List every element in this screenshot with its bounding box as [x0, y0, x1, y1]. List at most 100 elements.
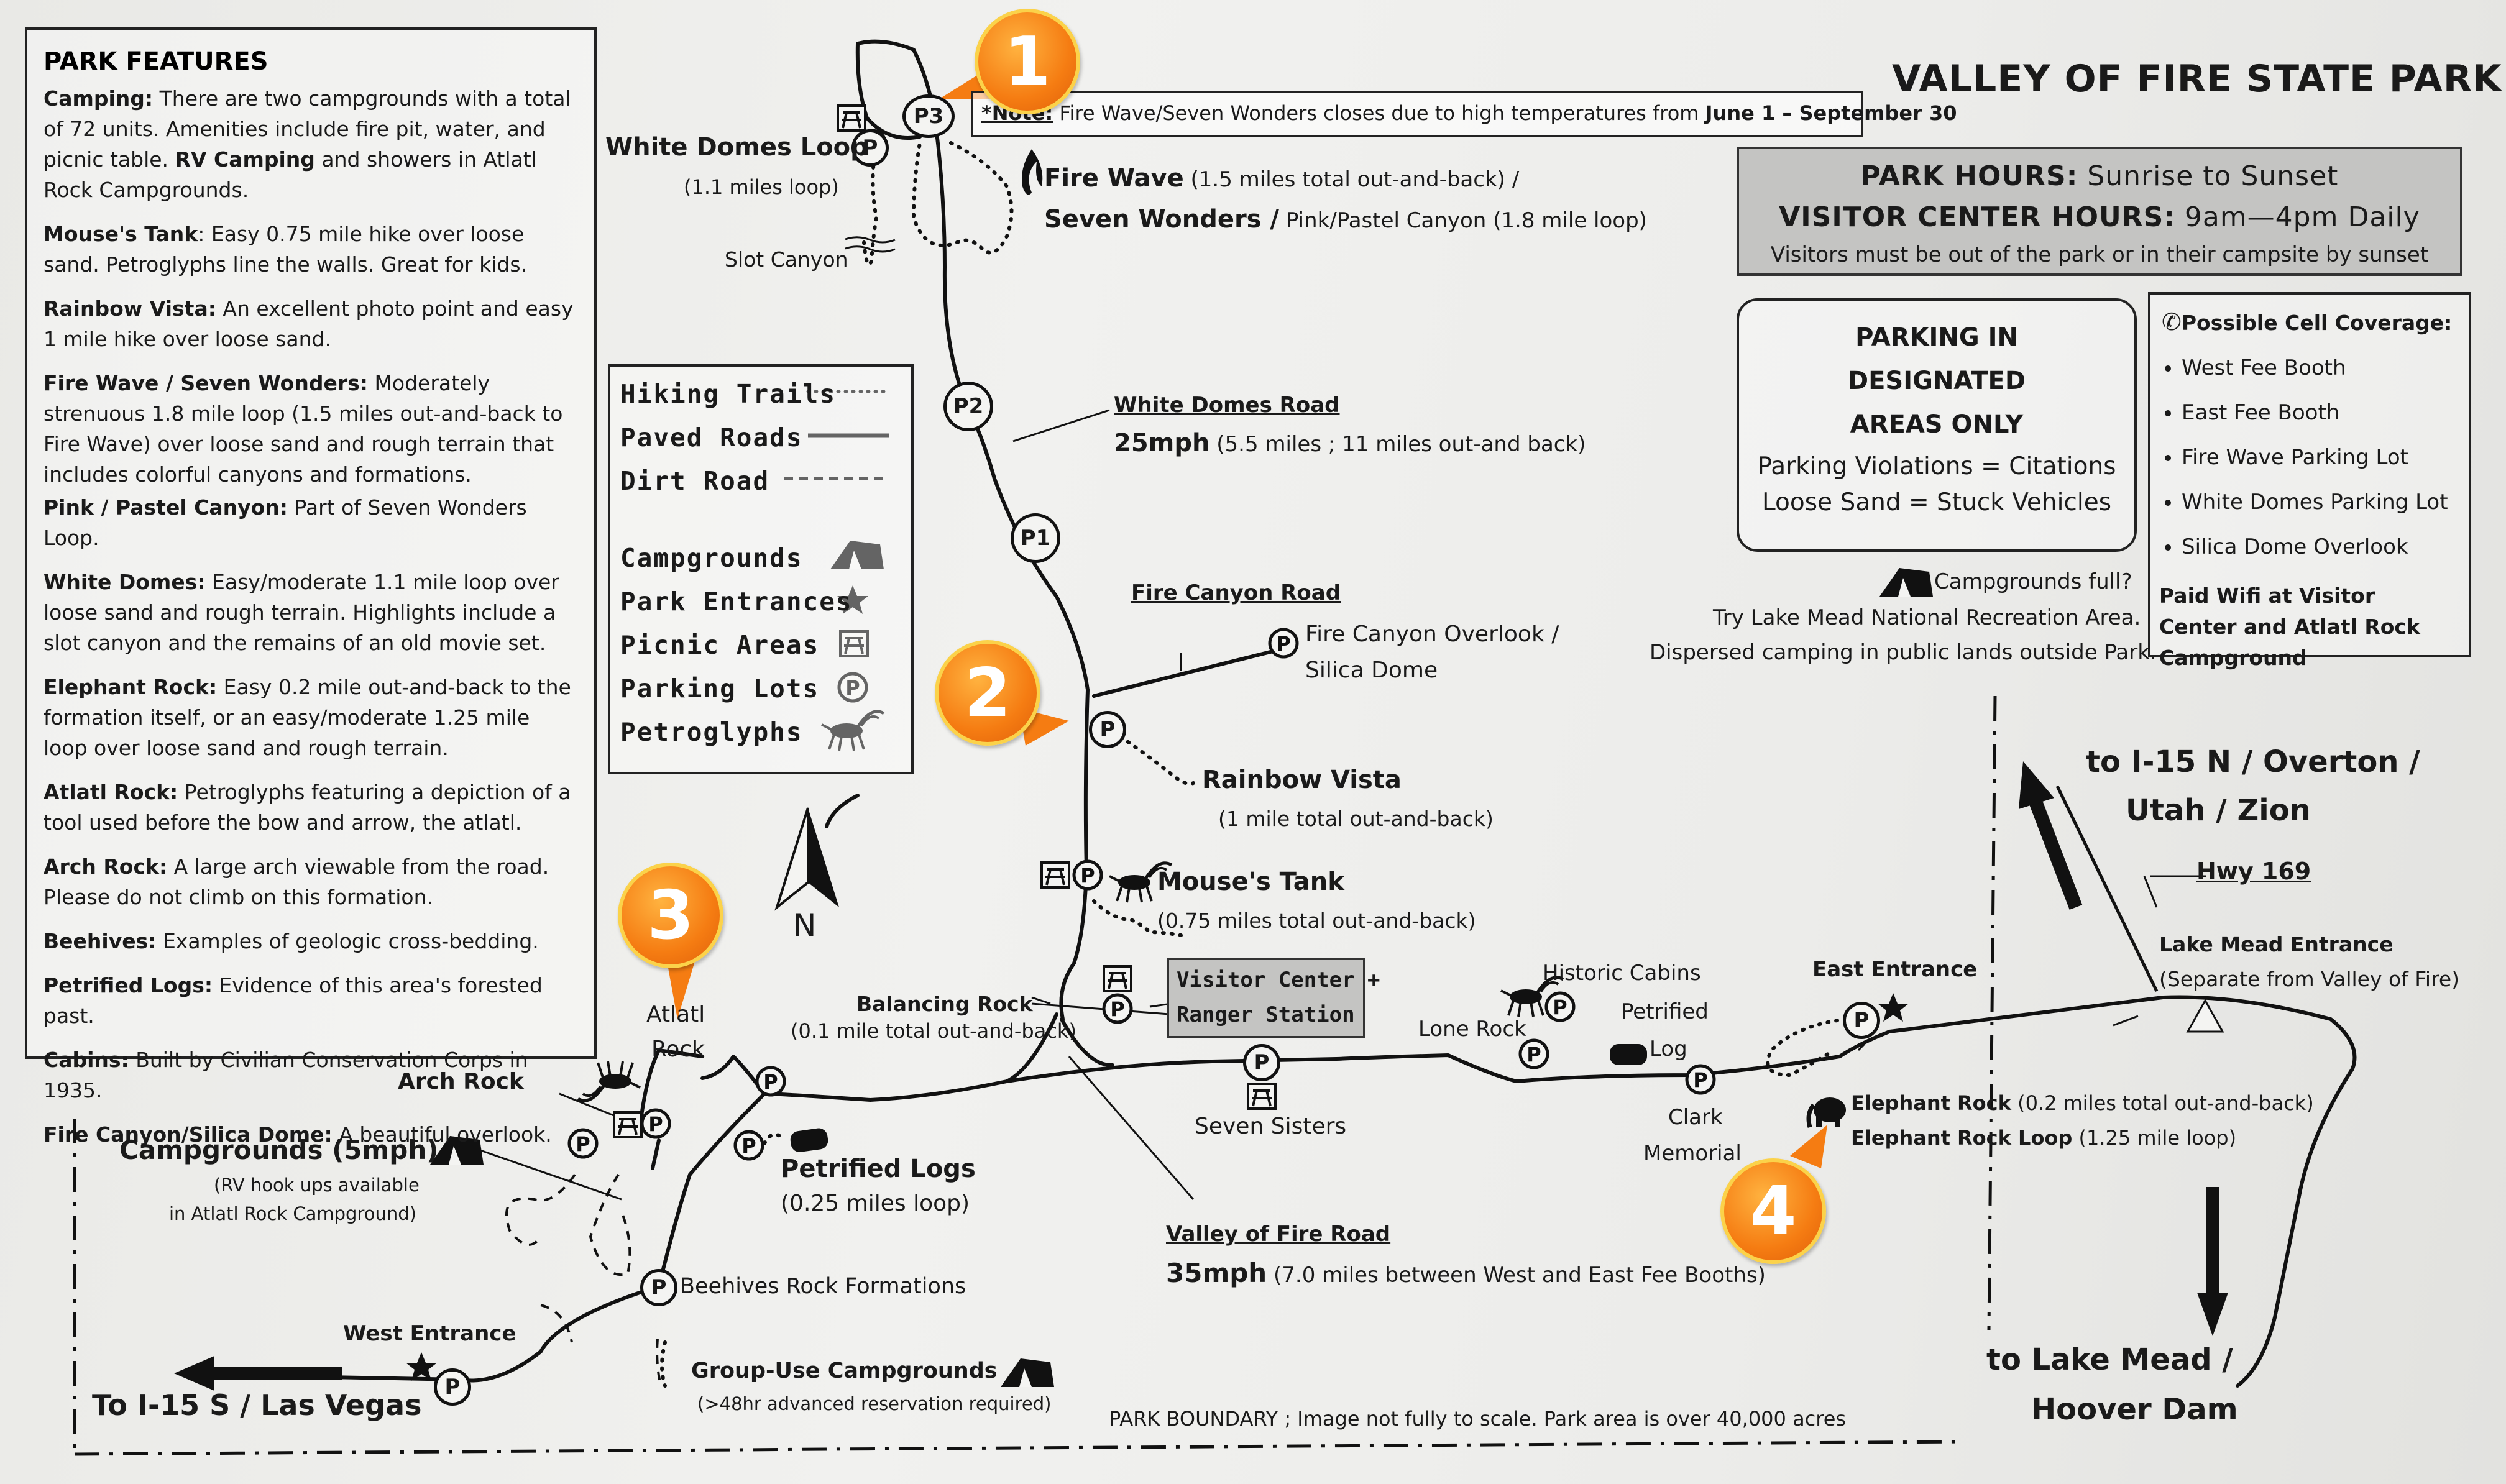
label-petrified-logs-sub: (0.25 miles loop) [781, 1191, 970, 1216]
parking-panel: PARKING IN DESIGNATED AREAS ONLY Parking… [1737, 298, 2137, 552]
label-west-entrance: West Entrance [343, 1321, 516, 1346]
label-rainbow-vista: Rainbow Vista [1202, 766, 1402, 794]
marker-p-rainbow: P [1089, 711, 1126, 748]
direction-arrows [174, 761, 2228, 1391]
marker-p-west: P [434, 1368, 471, 1406]
feature-item: Cabins: Built by Civilian Conservation C… [44, 1048, 528, 1102]
list-item: East Fee Booth [2182, 390, 2448, 435]
list-item: Fire Wave Parking Lot [2182, 435, 2448, 480]
label-clark-1: Clark [1668, 1105, 1723, 1130]
marker-p-seven-sisters: P [1243, 1044, 1280, 1081]
label-lone-rock: Lone Rock [1418, 1017, 1526, 1042]
label-to-lake-mead-1: to Lake Mead / [1986, 1342, 2233, 1377]
feature-item: Fire Canyon/Silica Dome: A beautiful ove… [44, 1122, 552, 1147]
label-valley-speed: 35mph (7.0 miles between West and East F… [1166, 1258, 1766, 1288]
label-to-las-vegas: To I-15 S / Las Vegas [92, 1388, 422, 1422]
feature-item: Fire Wave / Seven Wonders: Moderately st… [44, 371, 563, 487]
feature-item: Camping: There are two campgrounds with … [44, 86, 571, 202]
pointer-lines [478, 409, 2206, 1201]
petrified-log-symbols [790, 1044, 1647, 1152]
list-item: White Domes Parking Lot [2182, 480, 2448, 524]
north-label: N [793, 907, 817, 943]
campgrounds-full-line1: Campgrounds full? [1934, 569, 2132, 594]
feature-item: Petrified Logs: Evidence of this area's … [44, 973, 543, 1028]
dirt-roads [505, 1173, 661, 1383]
label-fire-canyon-road: Fire Canyon Road [1131, 580, 1341, 605]
callout-1: 1 [975, 9, 1080, 114]
label-white-domes-loop-sub: (1.1 miles loop) [684, 175, 839, 199]
label-seven-sisters: Seven Sisters [1195, 1114, 1347, 1139]
label-lake-mead-entrance: Lake Mead Entrance [2159, 932, 2394, 956]
label-arch-rock: Arch Rock [398, 1069, 524, 1094]
slot-canyon-mark [845, 236, 896, 253]
label-clark-2: Memorial [1643, 1141, 1742, 1166]
label-white-domes-road: White Domes Road [1114, 393, 1340, 418]
cell-coverage-list: West Fee Booth East Fee Booth Fire Wave … [2150, 346, 2448, 569]
label-to-overton-2: Utah / Zion [2126, 793, 2311, 828]
label-seven-wonders: Seven Wonders / Pink/Pastel Canyon (1.8 … [1044, 205, 1647, 234]
park-boundary [73, 695, 1997, 1456]
fire-wave-icon [1022, 149, 1043, 195]
list-item: West Fee Booth [2182, 346, 2448, 390]
label-mouses-tank-sub: (0.75 miles total out-and-back) [1157, 909, 1476, 933]
map-title: VALLEY OF FIRE STATE PARK [1892, 57, 2502, 101]
feature-item: Beehives: Examples of geologic cross-bed… [44, 929, 539, 953]
elephant-icon [1806, 1097, 1846, 1128]
label-slot-canyon: Slot Canyon [725, 247, 848, 272]
legend-samples [784, 390, 891, 751]
label-hwy169: Hwy 169 [2196, 858, 2311, 885]
label-atlatl-1: Atlatl [646, 1002, 705, 1027]
label-petrified-log-2: Log [1650, 1037, 1687, 1061]
label-white-domes-loop: White Domes Loop [605, 133, 868, 162]
park-features-panel: PARK FEATURES Camping: There are two cam… [25, 27, 597, 1147]
marker-p3: P3 [902, 94, 955, 138]
paved-roads [293, 39, 2357, 1388]
feature-item: White Domes: Easy/moderate 1.1 mile loop… [44, 570, 559, 655]
label-elephant-rock: Elephant Rock (0.2 miles total out-and-b… [1851, 1091, 2314, 1115]
label-balancing-rock-sub: (0.1 mile total out-and-back) [791, 1019, 1076, 1043]
campgrounds-full-line2: Try Lake Mead National Recreation Area. [1713, 605, 2141, 630]
label-rv-1: (RV hook ups available [214, 1175, 420, 1196]
feature-item: Rainbow Vista: An excellent photo point … [44, 296, 574, 351]
marker-p1: P1 [1011, 513, 1060, 563]
label-campgrounds-5mph: Campgrounds (5mph) [119, 1135, 439, 1165]
label-rv-2: in Atlatl Rock Campground) [169, 1203, 416, 1224]
label-fire-canyon-overlook: Fire Canyon Overlook / [1305, 621, 1559, 647]
callout-3: 3 [618, 863, 723, 968]
label-park-boundary: PARK BOUNDARY ; Image not fully to scale… [1109, 1407, 1847, 1431]
wifi-note: Paid Wifi at Visitor Center and Atlatl R… [2159, 584, 2420, 670]
label-east-entrance: East Entrance [1812, 957, 1978, 982]
closure-note: *Note: Fire Wave/Seven Wonders closes du… [971, 91, 1957, 137]
phone-icon: ✆ [2162, 308, 2182, 336]
label-beehives: Beehives Rock Formations [680, 1274, 966, 1299]
legend-paved: Paved Roads [620, 423, 803, 452]
legend-petroglyphs: Petroglyphs [620, 717, 803, 747]
cell-coverage-panel: ✆Possible Cell Coverage: West Fee Booth … [2148, 292, 2471, 670]
lake-mead-entrance-icon [2186, 998, 2224, 1033]
hiking-trails [660, 141, 1848, 1388]
legend-campgrounds: Campgrounds [620, 543, 803, 573]
label-white-domes-speed: 25mph (5.5 miles ; 11 miles out-and back… [1114, 429, 1586, 457]
label-lake-mead-entrance-sub: (Separate from Valley of Fire) [2159, 967, 2460, 991]
legend-panel: Hiking Trails Paved Roads Dirt Road Camp… [608, 364, 914, 774]
feature-item: Pink / Pastel Canyon: Part of Seven Wond… [44, 495, 527, 550]
label-group-use: Group-Use Campgrounds [691, 1358, 998, 1383]
label-petrified-logs: Petrified Logs [781, 1155, 976, 1183]
list-item: Silica Dome Overlook [2182, 524, 2448, 569]
label-fire-wave: Fire Wave (1.5 miles total out-and-back)… [1044, 164, 1520, 193]
label-mouses-tank: Mouse's Tank [1157, 868, 1344, 896]
feature-item: Elephant Rock: Easy 0.2 mile out-and-bac… [44, 675, 571, 760]
label-silica-dome: Silica Dome [1305, 657, 1438, 683]
legend-parking: Parking Lots [620, 674, 820, 703]
legend-dirt: Dirt Road [620, 466, 770, 496]
label-to-lake-mead-2: Hoover Dam [2031, 1392, 2238, 1427]
label-group-use-sub: (>48hr advanced reservation required) [697, 1393, 1052, 1414]
feature-item: Arch Rock: A large arch viewable from th… [44, 854, 549, 909]
feature-item: Atlatl Rock: Petroglyphs featuring a dep… [44, 780, 571, 835]
park-features-title: PARK FEATURES [44, 47, 268, 76]
label-valley-road: Valley of Fire Road [1166, 1222, 1391, 1247]
label-historic-cabins: Historic Cabins [1543, 961, 1701, 986]
marker-p-beehives: P [640, 1269, 677, 1306]
north-arrow [774, 807, 839, 911]
